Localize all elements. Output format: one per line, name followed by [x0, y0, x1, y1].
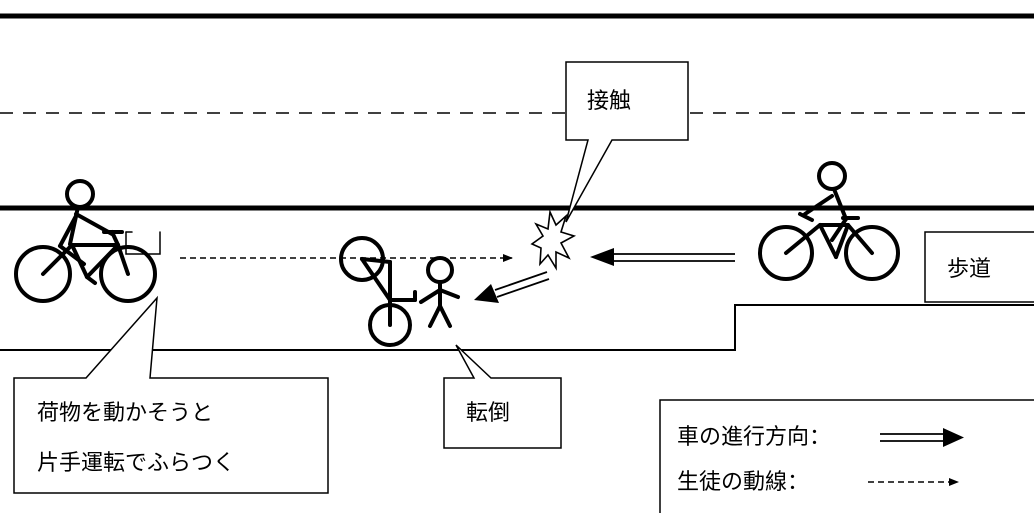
sidewalk-label: 歩道	[947, 257, 991, 282]
fall-label: 転倒	[466, 401, 510, 426]
wobble-label-line2: 片手運転でふらつく	[37, 451, 235, 476]
collision-burst-icon	[530, 209, 577, 271]
oncoming-direction-arrow	[590, 248, 735, 266]
legend-vehicle-direction-label: 車の進行方向：	[677, 425, 831, 450]
curb-line	[0, 304, 1034, 351]
contact-label: 接触	[587, 89, 631, 114]
contact-callout: 接触	[565, 61, 689, 223]
fall-callout: 転倒	[443, 344, 562, 449]
bicycle-rider-left	[14, 179, 161, 303]
fall-direction-arrow	[474, 271, 550, 303]
legend-double-arrow-icon	[880, 428, 964, 447]
fallen-student	[339, 236, 460, 347]
legend-student-path-label: 生徒の動線：	[677, 470, 809, 495]
sidewalk-label-box: 歩道	[924, 231, 1034, 303]
legend: 車の進行方向： 生徒の動線：	[659, 399, 1034, 513]
wobble-callout: 荷物を動かそうと 片手運転でふらつく	[13, 295, 329, 494]
bicycle-rider-right	[758, 161, 900, 281]
wobble-label-line1: 荷物を動かそうと	[37, 401, 213, 426]
